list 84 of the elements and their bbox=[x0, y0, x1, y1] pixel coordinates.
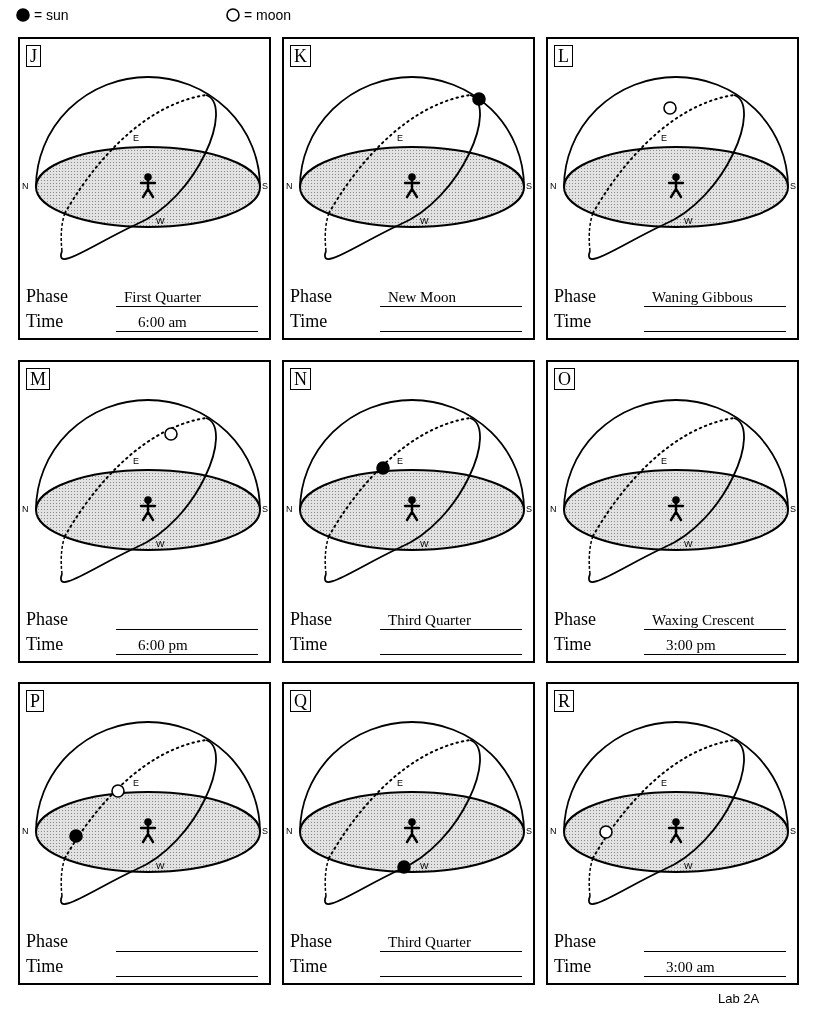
diagram-panel bbox=[18, 682, 271, 985]
diagram-panel bbox=[282, 360, 535, 663]
compass-label: E bbox=[397, 134, 403, 143]
compass-label: E bbox=[661, 134, 667, 143]
compass-label: N bbox=[286, 182, 293, 191]
diagram-panel bbox=[18, 37, 271, 340]
fill-in-line: 3:00 pm bbox=[644, 633, 786, 655]
field-label: Time bbox=[26, 633, 64, 655]
compass-label: W bbox=[420, 217, 429, 226]
field-label: Time bbox=[554, 633, 592, 655]
compass-label: W bbox=[684, 540, 693, 549]
panel-letter: M bbox=[26, 368, 50, 390]
compass-label: W bbox=[156, 862, 165, 871]
field-label: Phase bbox=[26, 930, 68, 952]
fill-in-line: Third Quarter bbox=[380, 930, 522, 952]
field-label: Time bbox=[290, 633, 328, 655]
compass-label: N bbox=[550, 827, 557, 836]
panel-letter: K bbox=[290, 45, 311, 67]
compass-label: S bbox=[262, 827, 268, 836]
panel-letter: R bbox=[554, 690, 574, 712]
fill-in-line: First Quarter bbox=[116, 285, 258, 307]
diagram-panel bbox=[546, 37, 799, 340]
compass-label: N bbox=[22, 182, 29, 191]
compass-label: N bbox=[550, 505, 557, 514]
compass-label: S bbox=[262, 505, 268, 514]
compass-label: S bbox=[526, 827, 532, 836]
fill-in-line: 3:00 am bbox=[644, 955, 786, 977]
field-label: Phase bbox=[290, 608, 332, 630]
field-label: Time bbox=[554, 310, 592, 332]
compass-label: S bbox=[790, 827, 796, 836]
field-label: Phase bbox=[554, 285, 596, 307]
compass-label: S bbox=[262, 182, 268, 191]
diagram-panel bbox=[282, 682, 535, 985]
legend-text: = sun bbox=[34, 8, 69, 22]
field-label: Time bbox=[290, 310, 328, 332]
diagram-panel bbox=[546, 682, 799, 985]
field-label: Time bbox=[554, 955, 592, 977]
compass-label: W bbox=[156, 540, 165, 549]
compass-label: S bbox=[790, 505, 796, 514]
compass-label: W bbox=[684, 862, 693, 871]
compass-label: E bbox=[661, 779, 667, 788]
legend-text: = moon bbox=[244, 8, 292, 22]
compass-label: E bbox=[397, 779, 403, 788]
compass-label: N bbox=[22, 827, 29, 836]
compass-label: N bbox=[22, 505, 29, 514]
compass-label: W bbox=[684, 217, 693, 226]
fill-in-line: Waxing Crescent bbox=[644, 608, 786, 630]
field-label: Phase bbox=[26, 285, 68, 307]
diagram-panel bbox=[546, 360, 799, 663]
field-label: Phase bbox=[554, 608, 596, 630]
panel-letter: L bbox=[554, 45, 573, 67]
fill-in-line: 6:00 pm bbox=[116, 633, 258, 655]
compass-label: E bbox=[397, 457, 403, 466]
compass-label: S bbox=[526, 505, 532, 514]
compass-label: E bbox=[133, 134, 139, 143]
compass-label: S bbox=[790, 182, 796, 191]
compass-label: N bbox=[286, 827, 293, 836]
fill-in-line: New Moon bbox=[380, 285, 522, 307]
compass-label: N bbox=[550, 182, 557, 191]
diagram-panel bbox=[18, 360, 271, 663]
panel-letter: P bbox=[26, 690, 44, 712]
compass-label: W bbox=[420, 540, 429, 549]
field-label: Time bbox=[26, 955, 64, 977]
panel-letter: Q bbox=[290, 690, 311, 712]
field-label: Phase bbox=[26, 608, 68, 630]
field-label: Phase bbox=[290, 930, 332, 952]
field-label: Phase bbox=[554, 930, 596, 952]
compass-label: W bbox=[156, 217, 165, 226]
field-label: Phase bbox=[290, 285, 332, 307]
diagram-panel bbox=[282, 37, 535, 340]
fill-in-line: 6:00 am bbox=[116, 310, 258, 332]
compass-label: E bbox=[661, 457, 667, 466]
compass-label: E bbox=[133, 457, 139, 466]
fill-in-line: Third Quarter bbox=[380, 608, 522, 630]
compass-label: E bbox=[133, 779, 139, 788]
compass-label: N bbox=[286, 505, 293, 514]
fill-in-line: Waning Gibbous bbox=[644, 285, 786, 307]
panel-letter: O bbox=[554, 368, 575, 390]
panel-letter: J bbox=[26, 45, 41, 67]
field-label: Time bbox=[26, 310, 64, 332]
field-label: Time bbox=[290, 955, 328, 977]
compass-label: W bbox=[420, 862, 429, 871]
compass-label: S bbox=[526, 182, 532, 191]
panel-letter: N bbox=[290, 368, 311, 390]
